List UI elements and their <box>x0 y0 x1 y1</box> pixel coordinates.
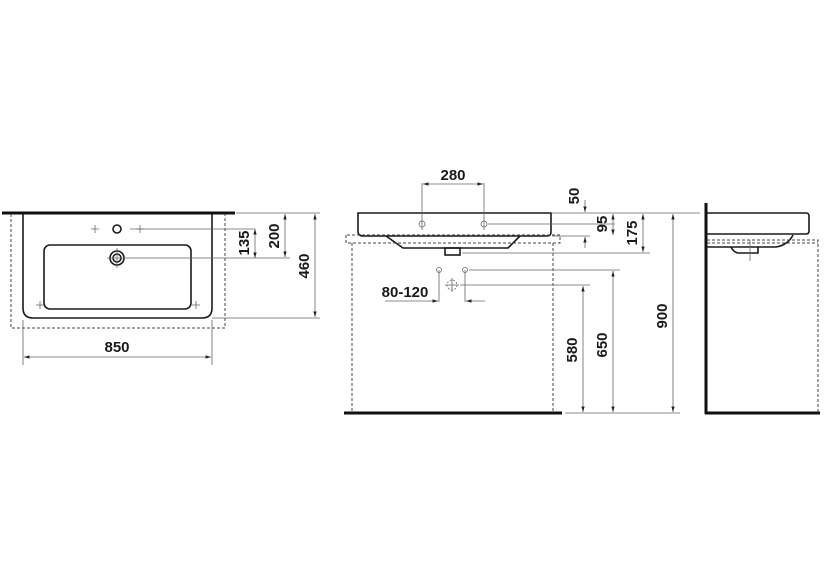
cabinet-top <box>345 234 561 244</box>
dim-95-label: 95 <box>594 216 611 233</box>
dim-900-label: 900 <box>654 303 671 328</box>
tap-centerlines <box>421 183 485 230</box>
waste-outlet <box>730 246 759 254</box>
dim-460-label: 460 <box>296 253 313 278</box>
side-view <box>704 203 820 415</box>
tap-hole-icon <box>112 224 122 234</box>
cabinet-outline <box>10 214 226 329</box>
cabinet-sides <box>351 243 554 412</box>
dim-650-label: 650 <box>594 332 611 357</box>
dim-580-label: 580 <box>564 337 581 362</box>
extension-lines <box>127 212 320 319</box>
dim-280-label: 280 <box>440 167 465 184</box>
basin-underside <box>385 235 521 249</box>
cabinet-outline <box>707 239 819 413</box>
waste-outlet <box>444 247 461 256</box>
tap-hole-icon <box>418 220 426 228</box>
top-view: 850 135 200 460 <box>2 211 320 365</box>
extension-lines-width <box>22 320 213 365</box>
dim-width-label: 850 <box>104 339 129 356</box>
tap-marker-icon <box>91 225 144 233</box>
basin-side <box>707 212 810 235</box>
dim-135-label: 135 <box>236 230 253 255</box>
dim-80-120-label: 80-120 <box>382 284 429 301</box>
dim-175-label: 175 <box>624 220 641 245</box>
basin-outline <box>22 214 213 319</box>
fixing-marker-icon <box>36 301 200 309</box>
front-view: 280 80-120 50 95 175 580 650 900 <box>344 167 700 415</box>
dim-200-label: 200 <box>266 223 283 248</box>
drain-crosshair-icon <box>107 248 127 268</box>
basin-side-underside <box>707 234 794 248</box>
bowl-outline <box>43 244 192 310</box>
basin-front <box>357 212 552 237</box>
tap-hole-icon <box>480 220 488 228</box>
trap-crosshair <box>438 270 466 302</box>
extension-lines <box>460 212 700 414</box>
dim-50-label: 50 <box>566 188 583 205</box>
